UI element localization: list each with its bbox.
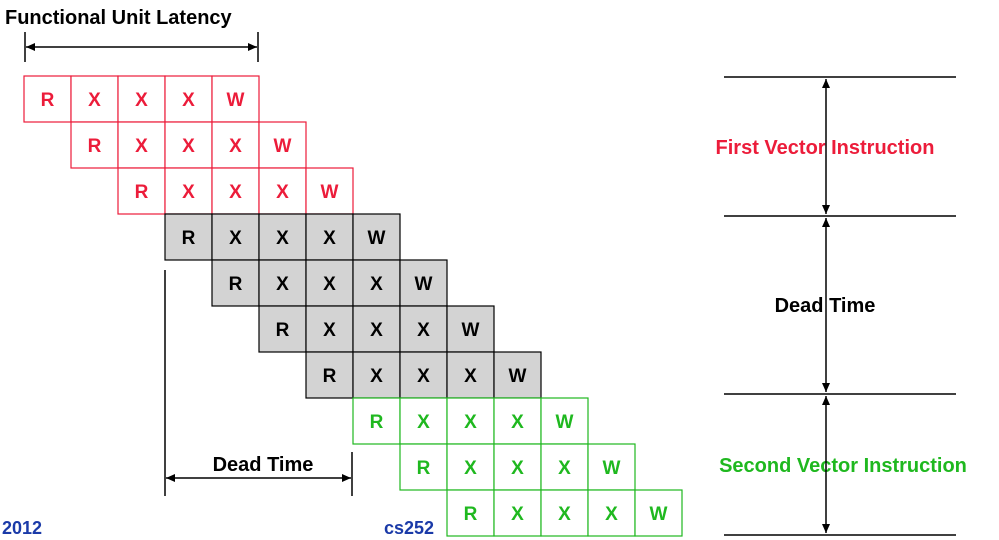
- pipeline-stage-label: X: [182, 136, 195, 157]
- pipeline-stage-label: R: [182, 228, 196, 249]
- dead-time-label-right: Dead Time: [775, 295, 876, 317]
- pipeline-stage-label: X: [464, 412, 477, 433]
- title: Functional Unit Latency: [5, 7, 233, 29]
- pipeline-stage-label: X: [276, 182, 289, 203]
- pipeline-cell-second: [587, 489, 636, 537]
- pipeline-stage-label: W: [227, 90, 245, 111]
- pipeline-grid: R X X X W R X X X W R X X X W R X X X W R X X X W R X X X W R X X X W R X X X W…: [23, 75, 683, 537]
- pipeline-stage-label: W: [603, 458, 621, 479]
- pipeline-stage-label: W: [650, 504, 668, 525]
- pipeline-stage-label: R: [135, 182, 149, 203]
- pipeline-cell-second: [540, 397, 589, 445]
- pipeline-cell-dead: [258, 259, 307, 307]
- pipeline-cell-dead: [399, 305, 448, 353]
- footer-course: cs252: [384, 518, 434, 538]
- pipeline-stage-label: X: [182, 90, 195, 111]
- pipeline-cell-first: [164, 167, 213, 215]
- pipeline-cell-second: [446, 397, 495, 445]
- pipeline-cell-first: [258, 121, 307, 169]
- pipeline-cell-dead: [399, 259, 448, 307]
- pipeline-cell-first: [117, 75, 166, 123]
- pipeline-cell-second: [399, 443, 448, 491]
- pipeline-stage-label: X: [417, 412, 430, 433]
- pipeline-stage-label: W: [509, 366, 527, 387]
- pipeline-stage-label: X: [135, 90, 148, 111]
- pipeline-cell-first: [211, 167, 260, 215]
- pipeline-stage-label: X: [323, 274, 336, 295]
- pipeline-cell-first: [258, 167, 307, 215]
- pipeline-cell-dead: [305, 259, 354, 307]
- pipeline-stage-label: R: [464, 504, 478, 525]
- pipeline-stage-label: X: [182, 182, 195, 203]
- pipeline-cell-second: [446, 489, 495, 537]
- pipeline-cell-dead: [211, 213, 260, 261]
- pipeline-stage-label: X: [370, 320, 383, 341]
- pipeline-stage-label: X: [558, 504, 571, 525]
- pipeline-cell-second: [540, 443, 589, 491]
- pipeline-stage-label: X: [511, 504, 524, 525]
- pipeline-stage-label: X: [323, 320, 336, 341]
- pipeline-stage-label: X: [417, 366, 430, 387]
- pipeline-cell-second: [493, 443, 542, 491]
- pipeline-cell-first: [23, 75, 72, 123]
- pipeline-stage-label: X: [229, 136, 242, 157]
- pipeline-stage-label: X: [511, 412, 524, 433]
- pipeline-cell-second: [493, 397, 542, 445]
- pipeline-stage-label: W: [556, 412, 574, 433]
- pipeline-stage-label: X: [370, 366, 383, 387]
- pipeline-cell-first: [211, 121, 260, 169]
- pipeline-cell-dead: [352, 213, 401, 261]
- pipeline-cell-second: [634, 489, 683, 537]
- pipeline-stage-label: W: [368, 228, 386, 249]
- pipeline-stage-label: X: [88, 90, 101, 111]
- pipeline-stage-label: R: [41, 90, 55, 111]
- pipeline-cell-dead: [352, 259, 401, 307]
- pipeline-stage-label: X: [605, 504, 618, 525]
- pipeline-cell-first: [70, 121, 119, 169]
- pipeline-cell-first: [117, 167, 166, 215]
- pipeline-cell-dead: [305, 351, 354, 399]
- pipeline-stage-label: W: [274, 136, 292, 157]
- footer-year: 2012: [2, 518, 42, 538]
- pipeline-cell-first: [164, 121, 213, 169]
- pipeline-stage-label: R: [88, 136, 102, 157]
- pipeline-stage-label: R: [323, 366, 337, 387]
- pipeline-stage-label: X: [135, 136, 148, 157]
- pipeline-cell-dead: [211, 259, 260, 307]
- pipeline-stage-label: R: [229, 274, 243, 295]
- pipeline-stage-label: W: [462, 320, 480, 341]
- pipeline-stage-label: X: [323, 228, 336, 249]
- pipeline-cell-second: [493, 489, 542, 537]
- pipeline-stage-label: X: [370, 274, 383, 295]
- pipeline-cell-second: [587, 443, 636, 491]
- pipeline-stage-label: R: [417, 458, 431, 479]
- pipeline-cell-first: [305, 167, 354, 215]
- pipeline-cell-dead: [305, 213, 354, 261]
- pipeline-stage-label: X: [229, 228, 242, 249]
- pipeline-cell-dead: [258, 213, 307, 261]
- pipeline-stage-label: X: [558, 458, 571, 479]
- pipeline-stage-label: W: [321, 182, 339, 203]
- pipeline-cell-dead: [446, 305, 495, 353]
- dead-time-label-left: Dead Time: [213, 454, 314, 476]
- pipeline-stage-label: X: [276, 228, 289, 249]
- pipeline-stage-label: X: [511, 458, 524, 479]
- pipeline-cell-first: [70, 75, 119, 123]
- pipeline-stage-label: X: [464, 458, 477, 479]
- first-vector-instruction-label: First Vector Instruction: [716, 137, 935, 159]
- pipeline-stage-label: R: [370, 412, 384, 433]
- pipeline-cell-second: [540, 489, 589, 537]
- pipeline-stage-label: X: [276, 274, 289, 295]
- second-vector-instruction-label: Second Vector Instruction: [719, 455, 967, 477]
- pipeline-stage-label: X: [464, 366, 477, 387]
- pipeline-cell-dead: [258, 305, 307, 353]
- pipeline-stage-label: X: [417, 320, 430, 341]
- pipeline-cell-dead: [164, 213, 213, 261]
- pipeline-stage-label: X: [229, 182, 242, 203]
- pipeline-stage-label: W: [415, 274, 433, 295]
- pipeline-stage-label: R: [276, 320, 290, 341]
